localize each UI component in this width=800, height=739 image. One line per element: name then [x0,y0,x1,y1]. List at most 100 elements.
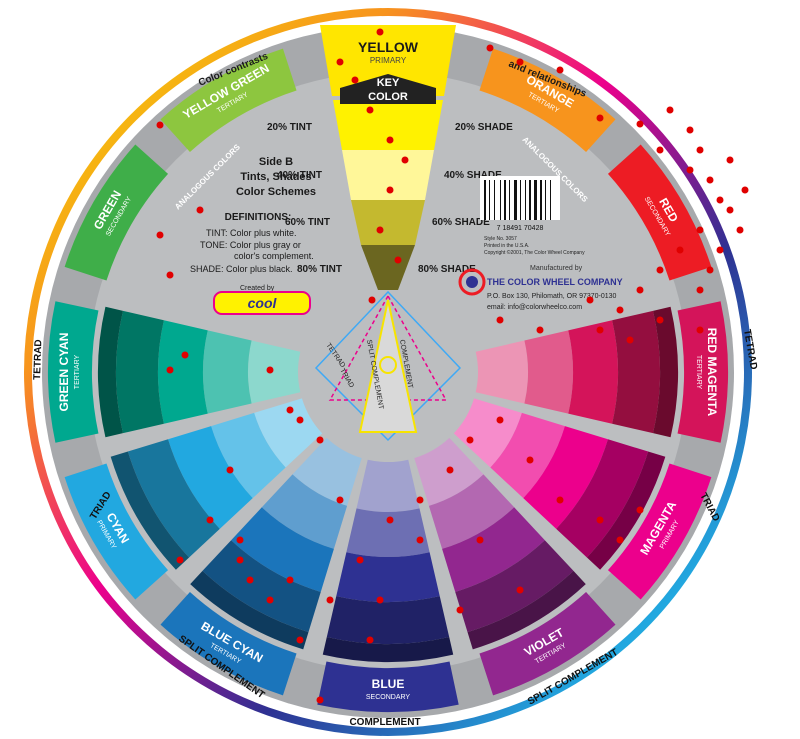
segment-band-2-1 [202,330,252,414]
shade-20: 20% SHADE [455,122,513,133]
red-marker-dot [636,506,644,514]
red-marker-dot [516,58,524,66]
segment-band-5-2 [336,552,440,602]
tint-60: 60% TINT [285,217,330,228]
barcode-bar [545,180,546,220]
red-marker-dot [476,536,484,544]
segment-band-4-1 [261,474,348,549]
segment-band-3-4 [110,451,190,570]
segment-band-2-4 [97,306,123,438]
red-marker-dot [496,316,504,324]
red-marker-dot [596,516,604,524]
red-marker-dot [286,576,294,584]
red-marker-dot [526,456,534,464]
red-marker-dot [696,226,704,234]
key-color-badge [340,74,436,104]
red-marker-dot [394,256,402,264]
segment-tab-red [607,144,712,281]
red-marker-dot [236,536,244,544]
def-tone-2: color's complement. [234,251,314,261]
red-marker-dot [326,596,334,604]
red-marker-dot [736,226,744,234]
segment-name: GREEN CYAN [57,333,71,412]
segment-band-2-0 [248,340,301,404]
barcode-line-1: Style No. 3057 [484,236,517,242]
red-marker-dot [368,296,376,304]
tint-80: 80% TINT [297,264,342,275]
key-badge-bottom: COLOR [368,91,408,103]
red-marker-dot [401,156,409,164]
barcode-bars [484,180,551,220]
segment-band-3-1 [211,412,286,499]
red-marker-dot [366,106,374,114]
red-marker-dot [716,196,724,204]
red-marker-dot [716,246,724,254]
scheme-overlay: TETRAD TRIAD SPLIT COMPLEMENT COMPLEMENT [314,290,462,442]
red-marker-dot [726,156,734,164]
red-marker-dot [166,271,174,279]
segment-sub: TERTIARY [695,355,702,390]
manufactured-by: Manufactured by [530,265,583,272]
segment-band-5-0 [356,459,420,512]
segment-band-5-3 [326,596,450,645]
segment-name: BLUE [372,677,405,691]
red-marker-dot [596,114,604,122]
barcode-bar [529,180,531,220]
red-marker-dot [316,696,324,704]
red-marker-dot [666,106,674,114]
red-marker-dot [246,576,254,584]
segment-band-5-4 [322,637,454,662]
segment-band-7-0 [453,398,522,468]
red-marker-dot [336,58,344,66]
red-marker-dot [626,336,634,344]
red-marker-dot [656,146,664,154]
red-marker-dot [456,606,464,614]
color-segments [48,48,729,713]
segment-band-4-4 [190,570,309,650]
red-marker-dot [416,496,424,504]
segment-band-4-2 [231,507,334,592]
red-marker-dot [741,186,749,194]
barcode-line-2: Printed in the U.S.A. [484,243,529,249]
red-marker-dot [386,186,394,194]
barcode-bar [484,180,486,220]
created-by: Created by [240,285,275,292]
red-marker-dot [166,366,174,374]
segment-sub: SECONDARY [366,694,411,701]
segment-band-4-3 [202,540,321,633]
shade-40: 40% SHADE [444,170,502,181]
company-logo-icon [458,268,486,296]
ring-tetrad-left: TETRAD [32,339,44,380]
red-marker-dot [366,636,374,644]
red-marker-dot [296,416,304,424]
segment-band-8-3 [612,310,660,434]
red-marker-dot [706,266,714,274]
red-marker-dot [386,516,394,524]
def-tint: TINT: Color plus white. [206,228,297,238]
barcode-bar [525,180,526,220]
key-color-sub: PRIMARY [370,56,407,65]
red-marker-dot [156,231,164,239]
segment-band-8-2 [568,320,618,424]
red-marker-dot [616,306,624,314]
segment-band-2-3 [116,310,164,434]
barcode-bar [494,180,495,220]
red-marker-dot [466,436,474,444]
segment-band-5-1 [346,508,430,557]
tetrad-shape [314,290,462,442]
red-marker-dot [636,120,644,128]
company-address: P.O. Box 130, Philomath, OR 97370-0130 [487,293,617,300]
center-pin [379,356,397,374]
red-markers [156,28,749,704]
key-badge-top: KEY [377,77,400,89]
tint-labels: 20% TINT 40% TINT 60% TINT 80% TINT [267,122,342,275]
segment-band-7-1 [490,412,565,499]
red-marker-dot [266,366,274,374]
red-marker-dot [496,416,504,424]
red-marker-dot [446,466,454,474]
red-marker-dot [386,136,394,144]
shade-60: 60% SHADE [432,217,490,228]
